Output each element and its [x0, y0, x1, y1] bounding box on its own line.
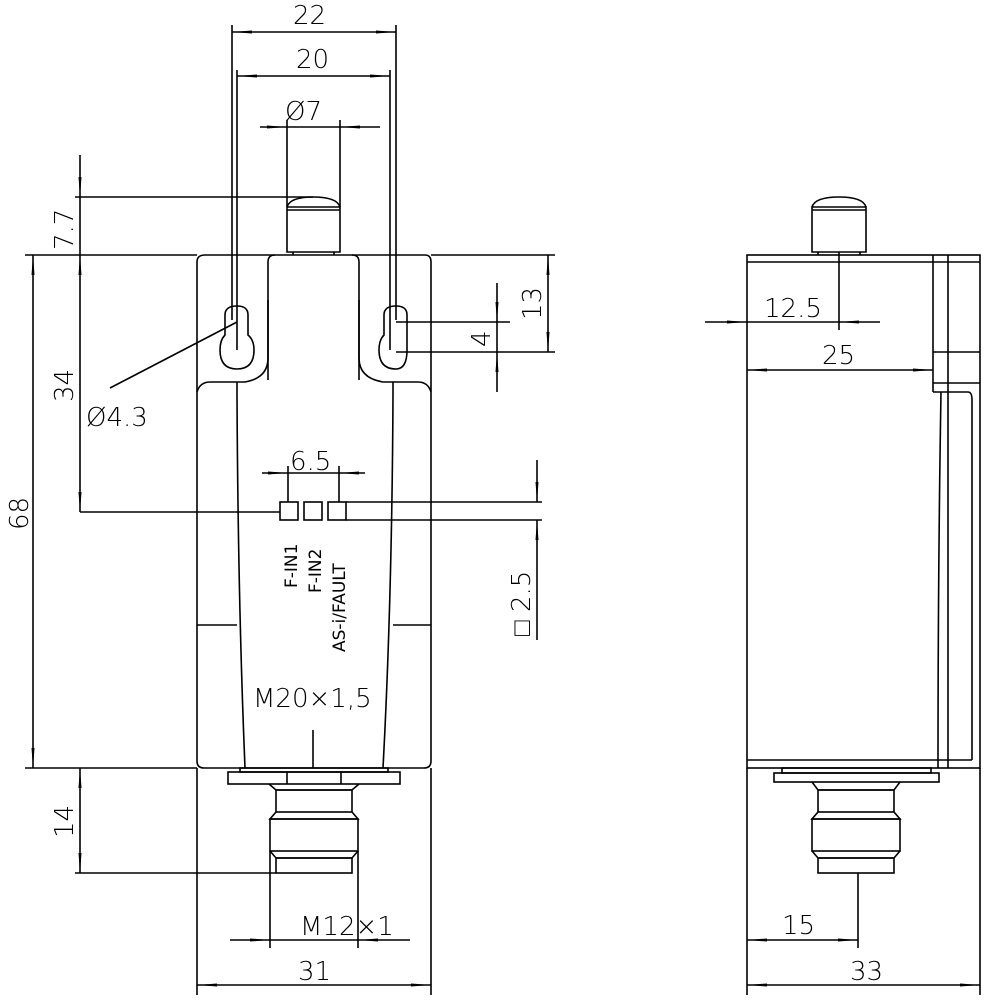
- label-asi-fault: AS-i/FAULT: [330, 563, 350, 652]
- led-f-in2: [303, 501, 323, 521]
- dim-4: 4: [467, 330, 497, 347]
- led-asi-fault: [327, 501, 347, 521]
- label-f-in2: F-IN2: [306, 549, 326, 593]
- side-body-outline: [746, 254, 981, 769]
- led-indicators: [279, 501, 347, 521]
- dim-dia-4-3: Ø4.3: [86, 403, 148, 433]
- side-dimensions: [705, 252, 981, 995]
- front-view: F-IN1 F-IN2 AS-i/FAULT M20×1,5 22 20 Ø7 …: [5, 1, 555, 995]
- led-labels: F-IN1 F-IN2 AS-i/FAULT: [282, 544, 350, 652]
- dim-13: 13: [518, 287, 548, 320]
- dim-2-5: □ 2.5: [507, 571, 537, 636]
- side-view: 12.5 25 15 33: [705, 196, 981, 995]
- dim-31: 31: [298, 957, 331, 987]
- side-plunger: [811, 196, 867, 255]
- front-body-outline: [196, 254, 432, 769]
- led-f-in1: [279, 501, 299, 521]
- dim-33: 33: [850, 957, 883, 987]
- dim-22: 22: [293, 1, 326, 31]
- side-dimension-labels: 12.5 25 15 33: [764, 294, 883, 987]
- m12-connector: [227, 767, 401, 874]
- label-f-in1: F-IN1: [282, 544, 302, 588]
- mounting-slot-right: [378, 305, 408, 370]
- dim-25: 25: [822, 341, 855, 371]
- dim-14: 14: [50, 805, 80, 838]
- dim-15: 15: [782, 911, 815, 941]
- dim-7-7: 7.7: [50, 209, 80, 250]
- plunger: [286, 196, 341, 255]
- dim-34: 34: [50, 369, 80, 402]
- front-dimensions: [25, 25, 555, 995]
- thread-body-label: M20×1,5: [253, 684, 372, 714]
- dim-12-5: 12.5: [764, 294, 822, 324]
- dim-68: 68: [5, 497, 35, 530]
- dim-m12: M12×1: [300, 912, 394, 942]
- dim-20: 20: [296, 45, 329, 75]
- dim-6-5: 6.5: [290, 447, 331, 477]
- dim-dia-7: Ø7: [285, 97, 322, 127]
- front-dimension-labels: 22 20 Ø7 7.7 68 34 14 13 4 Ø4.3 6.5 □ 2.…: [5, 1, 548, 987]
- side-connector: [773, 767, 940, 948]
